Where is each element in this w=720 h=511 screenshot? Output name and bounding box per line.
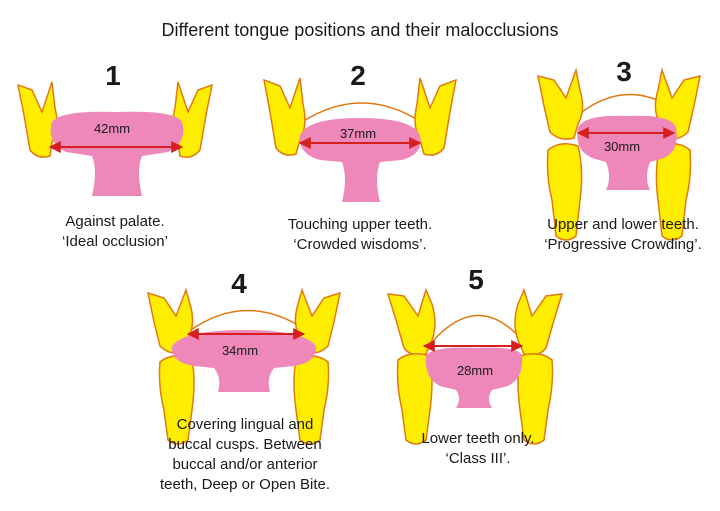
caption-5: Lower teeth only. ‘Class III’. bbox=[398, 429, 558, 469]
panel-number-3: 3 bbox=[616, 56, 632, 87]
panel-number-2: 2 bbox=[350, 60, 366, 91]
panel-number-5: 5 bbox=[468, 264, 484, 295]
caption-5-line-2: ‘Class III’. bbox=[445, 450, 511, 467]
caption-4-line-2: buccal cusps. Between bbox=[168, 436, 322, 453]
caption-3-line-1: Upper and lower teeth. bbox=[547, 216, 699, 233]
measurement-label-1: 42mm bbox=[94, 121, 130, 136]
caption-3-line-2: ‘Progressive Crowding’. bbox=[544, 236, 702, 253]
caption-2-line-1: Touching upper teeth. bbox=[287, 216, 433, 233]
tongue-4 bbox=[171, 330, 317, 392]
caption-3: Upper and lower teeth. ‘Progressive Crow… bbox=[528, 215, 718, 255]
measurement-label-3: 30mm bbox=[604, 139, 640, 154]
upper-left-molar-1 bbox=[17, 81, 58, 158]
tongue-5 bbox=[425, 347, 523, 408]
caption-1-line-1: Against palate. bbox=[65, 213, 165, 230]
caption-5-line-1: Lower teeth only. bbox=[421, 430, 535, 447]
caption-1: Against palate. ‘Ideal occlusion’ bbox=[30, 212, 200, 252]
panel-number-1: 1 bbox=[105, 60, 121, 91]
caption-4-line-1: Covering lingual and bbox=[176, 416, 314, 433]
lower-left-molar-5 bbox=[396, 353, 433, 445]
measurement-label-5: 28mm bbox=[457, 363, 493, 378]
upper-left-molar-5 bbox=[386, 287, 436, 356]
upper-right-molar-2 bbox=[414, 77, 457, 156]
diagram-title: Different tongue positions and their mal… bbox=[161, 20, 559, 40]
tongue-1 bbox=[50, 111, 184, 196]
panel-1-illustration bbox=[17, 81, 213, 196]
panel-4-illustration bbox=[147, 287, 341, 445]
upper-left-molar-2 bbox=[263, 77, 306, 156]
panel-number-4: 4 bbox=[231, 268, 247, 299]
caption-4: Covering lingual and buccal cusps. Betwe… bbox=[152, 415, 338, 495]
caption-2-line-2: ‘Crowded wisdoms’. bbox=[293, 236, 427, 253]
measurement-label-2: 37mm bbox=[340, 126, 376, 141]
upper-left-molar-3 bbox=[537, 67, 584, 140]
palate-arc-5 bbox=[431, 314, 523, 343]
caption-2: Touching upper teeth. ‘Crowded wisdoms’. bbox=[270, 215, 450, 255]
caption-4-line-3: buccal and/or anterior bbox=[172, 456, 318, 473]
caption-4-line-4: teeth, Deep or Open Bite. bbox=[159, 476, 331, 493]
lower-left-molar-3 bbox=[546, 143, 583, 241]
caption-1-line-2: ‘Ideal occlusion’ bbox=[62, 233, 168, 250]
lower-right-molar-5 bbox=[517, 353, 554, 445]
panel-3-illustration bbox=[537, 67, 701, 241]
palate-arc-2 bbox=[301, 102, 419, 123]
panel-2-illustration bbox=[263, 77, 457, 202]
upper-right-molar-5 bbox=[514, 287, 564, 356]
measurement-label-4: 34mm bbox=[222, 343, 258, 358]
palate-arc-4 bbox=[187, 309, 307, 333]
panel-5-illustration bbox=[386, 287, 564, 445]
